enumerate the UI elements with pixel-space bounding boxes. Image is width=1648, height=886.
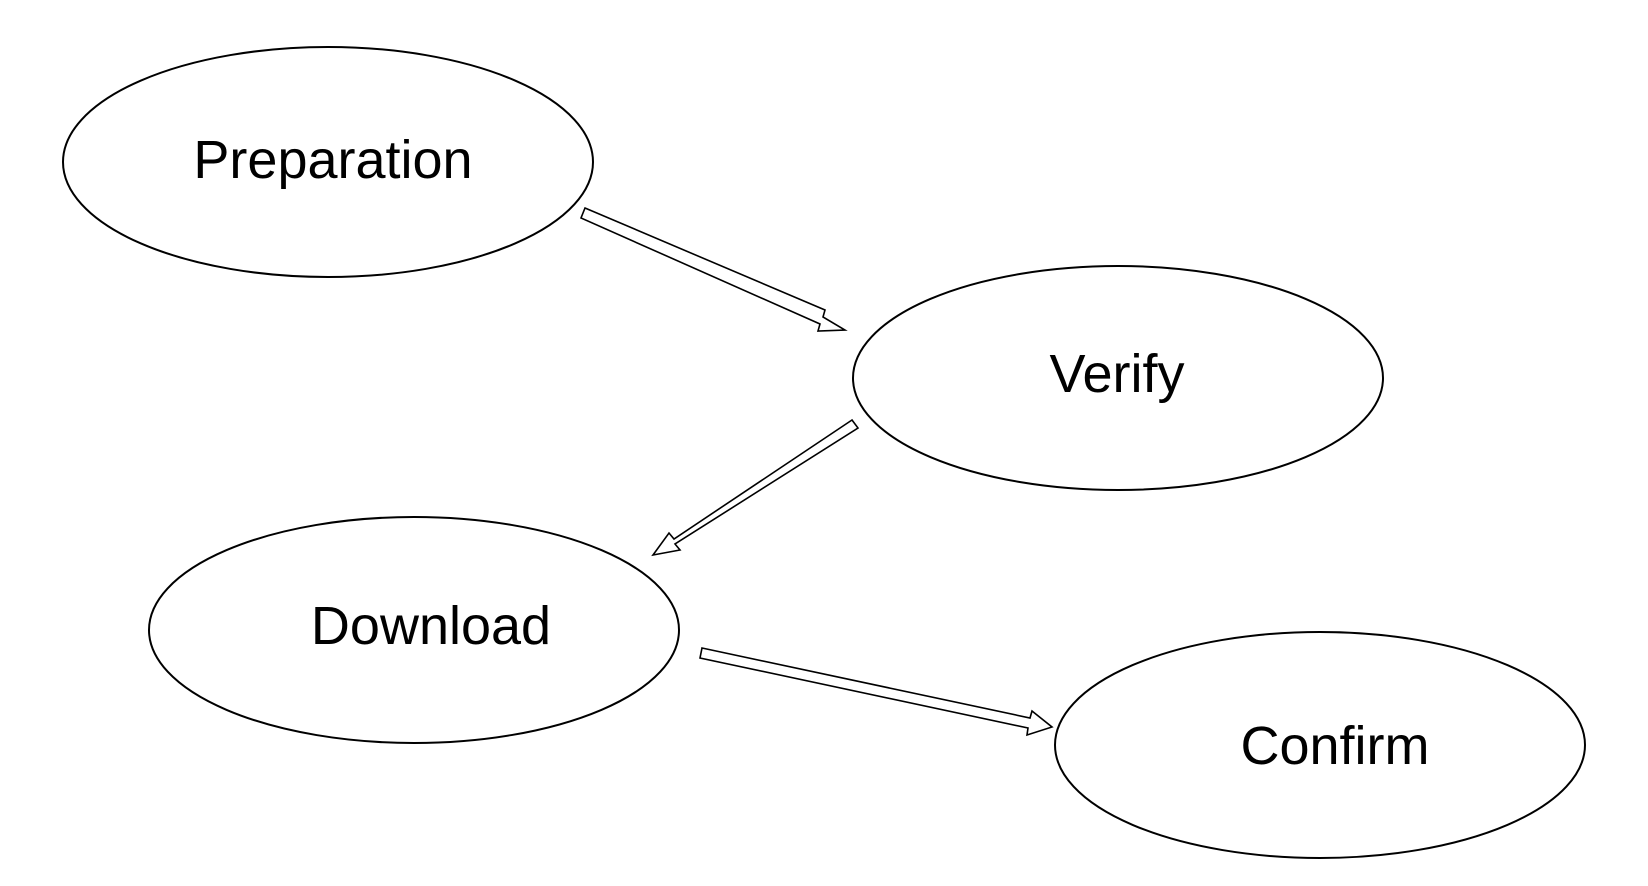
edges xyxy=(579,206,1054,737)
arrow-preparation-to-verify xyxy=(579,206,848,332)
node-preparation-shape xyxy=(62,46,594,278)
node-verify-shape xyxy=(852,265,1384,491)
node-verify: Verify xyxy=(852,265,1384,491)
node-preparation: Preparation xyxy=(62,46,594,278)
node-confirm: Confirm xyxy=(1054,631,1586,859)
node-verify-label: Verify xyxy=(1049,344,1184,404)
node-download: Download xyxy=(148,516,680,744)
arrow-verify-to-download xyxy=(651,418,860,557)
arrow-download-to-confirm xyxy=(699,647,1054,737)
node-download-label: Download xyxy=(311,596,551,656)
node-confirm-shape xyxy=(1054,631,1586,859)
node-confirm-label: Confirm xyxy=(1240,716,1429,776)
node-preparation-label: Preparation xyxy=(193,130,472,190)
node-download-shape xyxy=(148,516,680,744)
